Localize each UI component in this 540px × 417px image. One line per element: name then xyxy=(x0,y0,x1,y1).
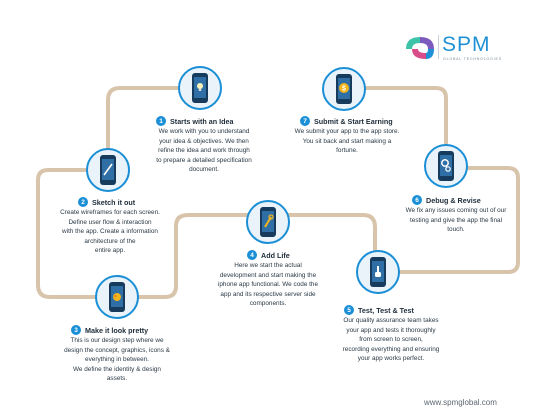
phone-step-3 xyxy=(95,275,139,319)
step-2-number: 2 xyxy=(78,197,88,207)
website-link[interactable]: www.spmglobal.com xyxy=(424,398,497,407)
step-4-label: Add Life xyxy=(261,250,290,260)
step-6-number: 6 xyxy=(412,195,422,205)
step-2-title: 2 Sketch it out xyxy=(78,197,135,207)
step-7-label: Submit & Start Earning xyxy=(314,116,393,126)
step-7-title: 7 Submit & Start Earning xyxy=(300,116,393,126)
step-4-title: 4 Add Life xyxy=(247,250,290,260)
step-3-description: This is our design step where we design … xyxy=(64,337,170,383)
logo-mark-icon xyxy=(406,37,434,59)
brand-name: SPM xyxy=(442,33,491,56)
step-3-number: 3 xyxy=(71,325,81,335)
phone-step-6 xyxy=(424,144,468,188)
lightbulb-icon xyxy=(197,83,203,91)
brand-tagline: GLOBAL TECHNOLOGIES xyxy=(443,57,502,61)
step-5-number: 5 xyxy=(344,305,354,315)
step-2-label: Sketch it out xyxy=(92,197,136,207)
brand-logo: SPM GLOBAL TECHNOLOGIES xyxy=(402,31,512,65)
svg-text:$: $ xyxy=(342,86,346,93)
step-1-number: 1 xyxy=(156,116,166,126)
step-1-title: 1 Starts with an Idea xyxy=(156,116,234,126)
step-5-label: Test, Test & Test xyxy=(358,305,414,315)
step-4-number: 4 xyxy=(247,250,257,260)
step-1-description: We work with you to understand your idea… xyxy=(156,128,252,174)
step-4-description: Here we start the actual development and… xyxy=(217,262,319,308)
phone-step-7: $ xyxy=(322,67,366,111)
phone-step-1 xyxy=(178,66,222,110)
tap-hand-icon xyxy=(375,266,381,277)
phone-step-4 xyxy=(246,200,290,244)
step-5-title: 5 Test, Test & Test xyxy=(344,305,414,315)
gears-icon xyxy=(441,159,451,172)
step-6-description: We fix any issues coming out of our test… xyxy=(405,207,507,234)
step-3-label: Make it look pretty xyxy=(85,325,149,335)
step-2-description: Create wireframes for each screen. Defin… xyxy=(60,209,160,255)
step-7-description: We submit your app to the app store. You… xyxy=(294,128,400,155)
step-5-description: Our quality assurance team takes your ap… xyxy=(342,317,440,363)
phone-step-2 xyxy=(86,148,130,192)
phone-step-5 xyxy=(356,250,400,294)
brush-palette-icon xyxy=(113,293,121,301)
step-6-label: Debug & Revise xyxy=(426,195,481,205)
wrench-icon xyxy=(264,214,274,228)
step-7-number: 7 xyxy=(300,116,310,126)
connector-pipe xyxy=(36,86,520,299)
step-6-title: 6 Debug & Revise xyxy=(412,195,481,205)
dollar-coin-icon: $ xyxy=(339,83,349,93)
step-3-title: 3 Make it look pretty xyxy=(71,325,148,335)
step-1-label: Starts with an Idea xyxy=(170,116,234,126)
pencil-icon xyxy=(103,163,113,176)
